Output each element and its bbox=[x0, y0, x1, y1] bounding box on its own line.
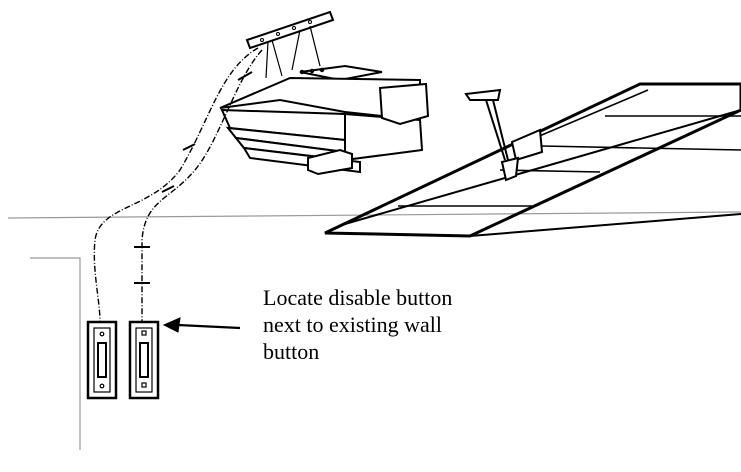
pointer-arrow bbox=[162, 317, 241, 333]
existing-wall-button bbox=[86, 320, 118, 400]
caption-line-2: next to existing wall bbox=[263, 312, 443, 337]
caption-line-3: button bbox=[263, 339, 320, 364]
opener-motor-unit bbox=[219, 64, 430, 176]
instruction-caption: Locate disable button next to existing w… bbox=[263, 284, 583, 365]
door-arm bbox=[464, 88, 544, 182]
door-rail-track bbox=[324, 82, 741, 238]
door-frame-line bbox=[30, 257, 81, 450]
caption-line-1: Locate disable button bbox=[263, 285, 453, 310]
ceiling-bracket bbox=[245, 10, 335, 79]
wiring bbox=[93, 47, 263, 323]
disable-button bbox=[128, 320, 160, 400]
